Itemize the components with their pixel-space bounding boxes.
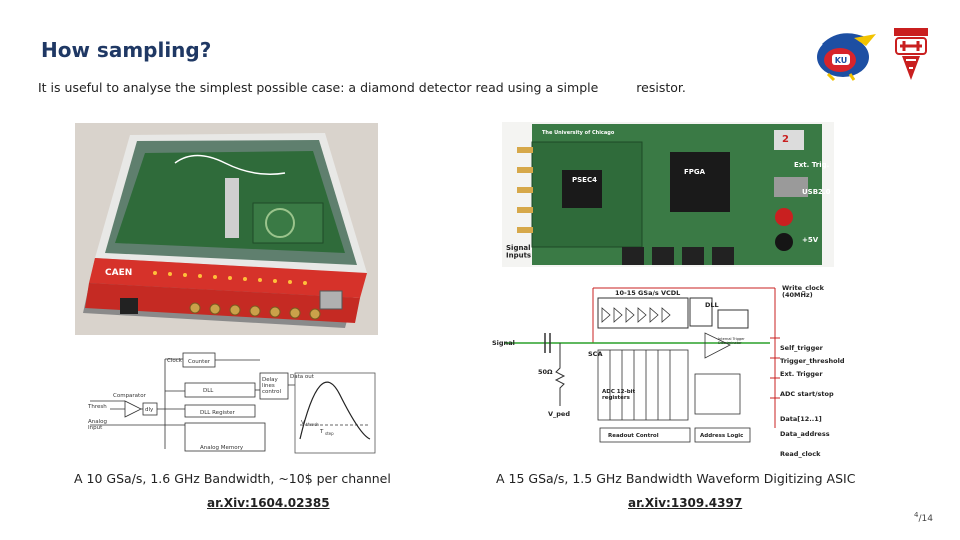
sch-clock-label: Clock bbox=[167, 358, 183, 364]
bd-writeclock-label: Write_clock(40MHz) bbox=[782, 284, 825, 299]
torino-logo-icon bbox=[894, 28, 928, 80]
subtitle-text-1: It is useful to analyse the simplest pos… bbox=[38, 80, 599, 95]
bd-dll-label: DLL bbox=[705, 301, 719, 309]
digitizer-board-photo: CAEN bbox=[75, 123, 378, 335]
pcb-power-label: +5V bbox=[802, 236, 819, 244]
page-current: 4 bbox=[914, 511, 919, 519]
sch-dly-label: dly bbox=[145, 407, 154, 413]
pcb-psec4-label: PSEC4 bbox=[572, 176, 597, 184]
psec4-block-diagram: 10-15 GSa/s VCDL DLL Write_clock(40MHz) … bbox=[492, 284, 845, 458]
sch-analog-memory-label: Analog Memory bbox=[200, 445, 244, 451]
bd-readout-control-label: Readout Control bbox=[608, 433, 659, 439]
bd-adc-start-label: ADC start/stop bbox=[780, 390, 834, 398]
psec4-board-photo: The University of Chicago PSEC4 FPGA Ext… bbox=[502, 122, 834, 267]
sch-thresh-label: Thresh bbox=[87, 404, 107, 410]
sch-vthresh-sub: thresh bbox=[306, 422, 319, 427]
sch-dataout-label: Data out bbox=[290, 374, 315, 380]
right-caption: A 15 GSa/s, 1.5 GHz Bandwidth Waveform D… bbox=[496, 471, 856, 486]
sch-dll-label: DLL bbox=[203, 388, 214, 394]
pcb-university-label: The University of Chicago bbox=[542, 130, 615, 136]
left-caption: A 10 GSa/s, 1.6 GHz Bandwidth, ~10$ per … bbox=[74, 471, 391, 486]
pcb-exttrig-label: Ext. Trig. bbox=[794, 161, 829, 169]
svg-text:KU: KU bbox=[835, 56, 848, 65]
left-arxiv-link[interactable]: ar.Xiv:1604.02385 bbox=[207, 496, 330, 510]
bd-data-address-label: Data_address bbox=[780, 430, 830, 438]
page-total: /14 bbox=[918, 514, 933, 524]
right-arxiv-link[interactable]: ar.Xiv:1309.4397 bbox=[628, 496, 743, 510]
sch-tstep-sub: step bbox=[325, 431, 334, 436]
sch-comparator-label: Comparator bbox=[113, 393, 147, 399]
sch-vthresh-label: V bbox=[301, 420, 305, 426]
bd-vped-label: V_ped bbox=[548, 410, 570, 418]
sch-counter-label: Counter bbox=[188, 359, 211, 365]
pcb-number-label: 2 bbox=[782, 134, 789, 145]
bd-address-logic-label: Address Logic bbox=[700, 433, 743, 439]
bd-data-label: Data[12..1] bbox=[780, 415, 822, 423]
bd-ext-trigger-label: Ext. Trigger bbox=[780, 370, 823, 378]
university-logos: KU bbox=[817, 28, 928, 82]
board-brand-label: CAEN bbox=[105, 268, 132, 278]
bd-self-trigger-label: Self_trigger bbox=[780, 344, 824, 352]
pcb-fpga-label: FPGA bbox=[684, 168, 706, 176]
bd-sca-label: SCA bbox=[588, 350, 602, 358]
jayhawk-logo-icon: KU bbox=[817, 33, 876, 82]
bd-vcdl-label: 10-15 GSa/s VCDL bbox=[615, 289, 680, 297]
subtitle-text-2: resistor. bbox=[636, 80, 686, 95]
sch-tstep-label: T bbox=[319, 429, 324, 435]
bd-trigger-threshold-label: Trigger_threshold bbox=[780, 357, 845, 365]
slide-subtitle: It is useful to analyse the simplest pos… bbox=[38, 80, 686, 95]
sch-dllreg-label: DLL Register bbox=[200, 410, 235, 416]
bd-signal-label: Signal bbox=[492, 339, 515, 347]
page-number: 4/14 bbox=[914, 511, 933, 524]
pcb-usb-label: USB2.0 bbox=[802, 188, 831, 196]
bd-r50-label: 50Ω bbox=[538, 368, 553, 376]
slide-title: How sampling? bbox=[41, 38, 212, 62]
bd-read-clock-label: Read_clock bbox=[780, 450, 821, 458]
